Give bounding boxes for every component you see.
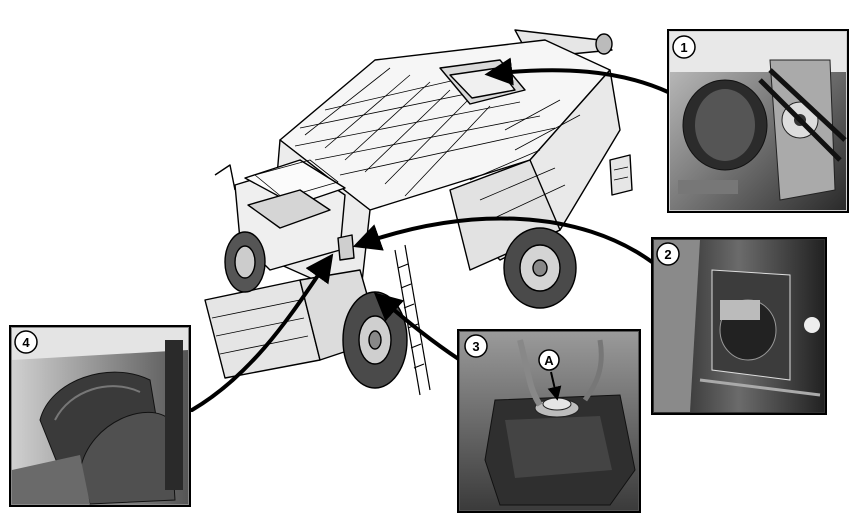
- callout-arrows: [190, 57, 670, 412]
- callout-number-3: 3: [472, 339, 479, 354]
- callout-number-4: 4: [22, 335, 30, 350]
- detail-letter-a: A: [544, 353, 554, 368]
- detail-panel-3: A 3: [457, 329, 641, 513]
- arrow-to-detail-2: [352, 216, 654, 264]
- arrow-to-detail-4: [190, 253, 334, 412]
- arrow-to-detail-3: [373, 292, 462, 362]
- detail-panel-4: 4: [9, 325, 191, 507]
- callout-number-1: 1: [680, 40, 687, 55]
- detail-panel-1: 1: [667, 29, 849, 213]
- arrow-to-detail-1: [484, 57, 670, 94]
- combine-harvester-illustration: [204, 29, 633, 396]
- callout-number-2: 2: [664, 247, 671, 262]
- detail-panel-2: 2: [651, 237, 827, 415]
